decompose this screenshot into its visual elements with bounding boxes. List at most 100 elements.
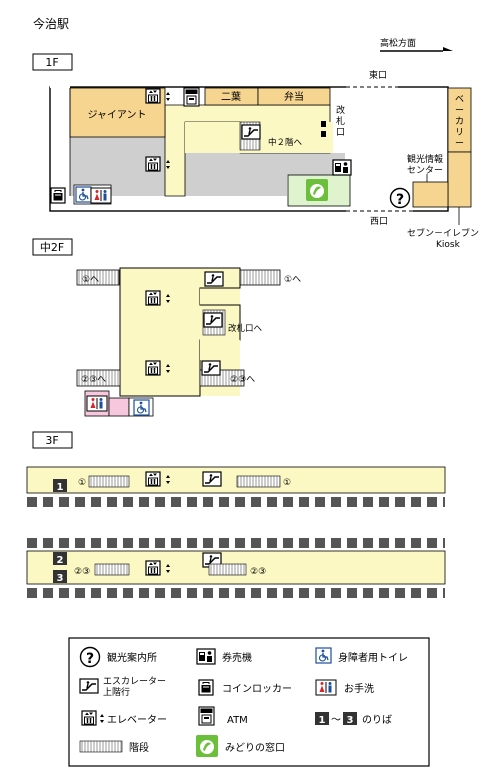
tourist-info-center <box>412 181 449 208</box>
midori-icon <box>306 179 328 201</box>
legend-atm-icon <box>198 706 215 726</box>
coin-locker-1f-icon <box>50 187 66 204</box>
legend-stairs: 階段 <box>129 741 149 754</box>
stairs-3f-d <box>208 563 247 576</box>
kiosk-label: Kiosk <box>436 240 461 250</box>
legend-tourist-info: 観光案内所 <box>107 651 157 664</box>
gate-marker <box>321 121 326 127</box>
stairs-3f-c <box>94 563 130 576</box>
to-platform-23-right: ②③へ <box>230 375 255 385</box>
legend-ticket-machine: 券売機 <box>222 651 252 664</box>
legend-accessible-toilet: 身障者用トイレ <box>338 651 408 664</box>
elevator-2f-b-icon <box>145 360 161 376</box>
legend-locker-icon <box>198 679 214 696</box>
legend-toilet: お手洗 <box>344 682 374 695</box>
elevator-2f-a-icon <box>145 290 161 306</box>
tourist-label-line1: 観光情報 <box>407 153 443 165</box>
wheelchair-1f-icon <box>75 186 92 203</box>
station-name: 今治駅 <box>33 16 69 31</box>
legend-platform-from: 1 <box>319 715 326 726</box>
legend-ticket-icon <box>196 648 216 665</box>
track-1-label: ① <box>78 478 86 488</box>
wheelchair-2f-icon <box>133 399 150 416</box>
platform-2-number: 2 <box>57 555 64 566</box>
floor-2f-label: 中2F <box>40 241 64 254</box>
legend-wheelchair-icon <box>315 647 332 664</box>
legend-question-mark: ? <box>86 651 94 667</box>
floor-3f-label: 3F <box>45 434 58 447</box>
elevator-1f-b-icon <box>145 156 161 172</box>
floor-1f: 1F ジャイアント 二葉 弁当 ベーカリー 中２階へ <box>32 53 479 250</box>
escalator-1f-icon <box>241 124 261 140</box>
toilet-2f-icon <box>86 395 108 412</box>
platform-3-badge <box>53 570 67 583</box>
escalator-3f-a-icon <box>202 471 222 487</box>
platform-1-badge <box>53 479 67 492</box>
to-platform-23-left: ②③へ <box>81 375 106 385</box>
escalator-2f-c-icon <box>201 360 221 376</box>
to-gates-label: 改札口へ <box>228 323 263 334</box>
to-platform-1-right: ①へ <box>284 275 301 285</box>
shop-bakery-label: ベーカリー <box>455 95 464 149</box>
west-exit-label: 西口 <box>370 216 388 227</box>
shop-bento-label: 弁当 <box>284 90 304 103</box>
toilet-1f-icon <box>90 187 112 204</box>
floor-1f-label: 1F <box>45 56 58 69</box>
elevator-3f-b-icon <box>145 560 161 576</box>
legend-elevator-icon <box>81 710 97 726</box>
legend-escalator-icon <box>79 678 99 694</box>
legend-midori-icon <box>196 735 218 757</box>
legend-elevator: エレベーター <box>107 714 167 726</box>
stairs-3f-a <box>88 475 130 488</box>
escalator-2f-a-icon <box>204 271 224 287</box>
stairs-to-platform-23-left <box>76 369 121 387</box>
stairs-3f-b <box>236 475 281 488</box>
gates-label: 改札口 <box>336 104 345 138</box>
stairs-to-platform-1-left <box>76 269 120 286</box>
legend-toilet-icon <box>315 679 337 696</box>
legend-midori: みどりの窓口 <box>225 741 285 754</box>
track-1-label-right: ① <box>283 478 291 488</box>
legend-platform-sep: ～ <box>331 715 341 726</box>
shop-nijo-label: 二葉 <box>221 90 241 103</box>
legend-atm: ATM <box>227 715 248 726</box>
legend-escalator-line1: エスカレーター <box>103 676 166 687</box>
to-mezzanine-label: 中２階へ <box>268 137 303 148</box>
tourist-label-line2: センター <box>407 165 443 176</box>
floor-2f-label-box <box>32 238 73 256</box>
legend-platform-badge-to <box>343 712 357 725</box>
legend-coin-locker: コインロッカー <box>222 683 292 695</box>
direction-label: 高松方面 <box>380 37 416 49</box>
question-mark: ? <box>396 192 404 208</box>
track-23-label: ②③ <box>74 567 90 577</box>
legend: ? 観光案内所 券売機 身障者用トイレ エスカレーター 上階行 コインロッカー … <box>68 637 430 767</box>
platform-1-number: 1 <box>57 482 64 493</box>
platform-2-badge <box>53 552 67 565</box>
shop-giant-label: ジャイアント <box>87 110 146 121</box>
stairs-to-platform-1-right <box>239 269 281 286</box>
ticket-machine-1f-icon <box>332 159 352 176</box>
track-23-label-right: ②③ <box>250 567 266 577</box>
floor-3f-label-box <box>32 431 73 449</box>
legend-box <box>68 637 430 767</box>
atm-1f-icon <box>183 87 200 107</box>
legend-stairs-swatch <box>79 740 123 753</box>
elevator-3f-a-icon <box>145 471 161 487</box>
legend-platform-to: 3 <box>347 715 354 726</box>
floor-3f: 3F 1 ① ① 2 3 ②③ ②③ <box>26 431 446 598</box>
to-platform-1-left: ①へ <box>82 275 99 285</box>
seven-eleven-label: セブン－イレブン <box>407 227 479 239</box>
elevator-1f-a-icon <box>145 88 161 104</box>
floor-2f: 中2F ①へ ①へ 改札口へ ②③へ ②③へ <box>32 238 301 417</box>
platform-3-number: 3 <box>57 573 64 584</box>
legend-platform-badge-from <box>315 712 329 725</box>
shop-seven-eleven <box>447 151 472 208</box>
legend-platform: のりば <box>362 714 392 726</box>
gate-marker <box>321 131 326 137</box>
east-exit-label: 東口 <box>369 69 387 81</box>
direction-arrow-icon <box>380 47 453 52</box>
shop-bento <box>257 87 331 106</box>
floor-1f-label-box <box>32 53 73 71</box>
escalator-2f-b-icon <box>203 312 223 328</box>
